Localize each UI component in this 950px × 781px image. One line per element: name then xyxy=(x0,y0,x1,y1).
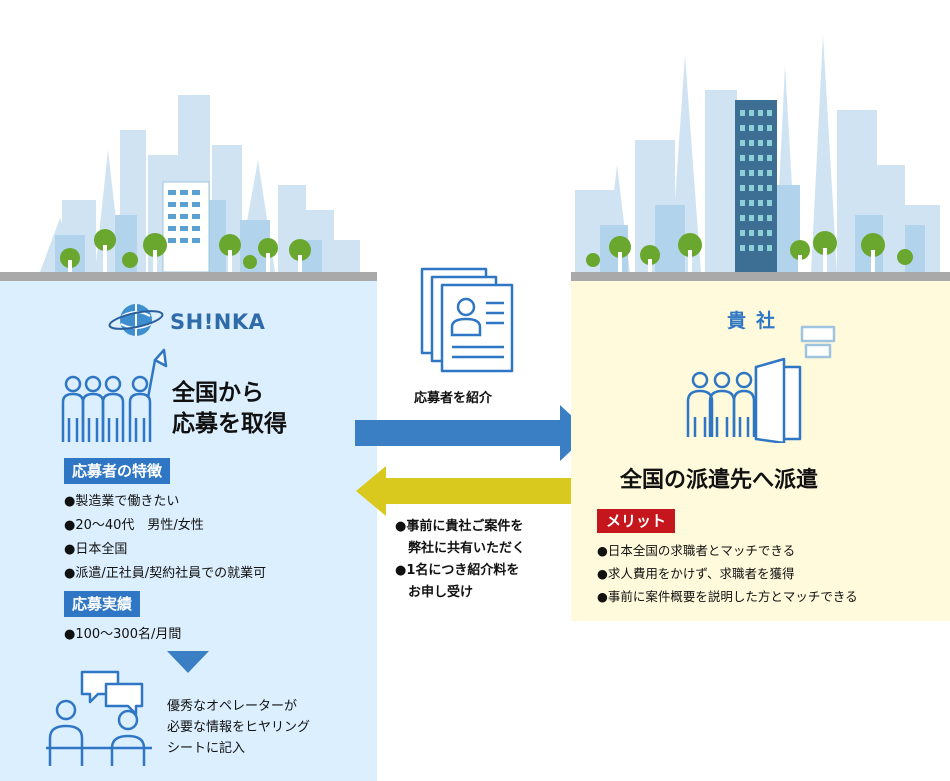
operator-line: シートに記入 xyxy=(167,741,246,756)
results-title: 応募実績 xyxy=(64,591,141,617)
introduce-arrow xyxy=(355,405,590,461)
operators-meeting-icon xyxy=(46,670,152,766)
center-note: ●1名につき紹介料を xyxy=(395,563,520,578)
people-at-door-icon xyxy=(686,325,836,443)
headline-line2: 応募を取得 xyxy=(172,411,287,437)
feature-item: ●20〜40代 男性/女性 xyxy=(64,518,204,533)
feature-item: ●日本全国 xyxy=(64,542,128,557)
request-arrow xyxy=(356,466,588,516)
operator-description: 優秀なオペレーターが 必要な情報をヒヤリング シートに記入 xyxy=(167,696,310,759)
merit-title: メリット xyxy=(597,509,676,533)
city-skyline-right xyxy=(575,35,940,273)
document-stack-icon xyxy=(420,267,514,373)
globe-icon xyxy=(108,304,164,336)
merit-item: ●求人費用をかけず、求職者を獲得 xyxy=(597,566,795,581)
feature-item: ●派遣/正社員/契約社員での就業可 xyxy=(64,566,267,581)
introduce-label: 応募者を紹介 xyxy=(414,391,493,406)
operator-line: 必要な情報をヒヤリング xyxy=(167,720,311,735)
company-logo-text: SH!NKA xyxy=(170,310,266,334)
merit-item: ●事前に案件概要を説明した方とマッチできる xyxy=(597,589,858,604)
company-title: 貴社 xyxy=(727,310,786,332)
company-panel xyxy=(571,281,950,621)
down-triangle-icon xyxy=(167,651,209,673)
center-note: お申し受け xyxy=(395,585,474,600)
result-item: ●100〜300名/月間 xyxy=(64,627,182,642)
center-note: ●事前に貴社ご案件を xyxy=(395,519,524,534)
people-with-flag-icon xyxy=(61,348,168,442)
merit-item: ●日本全国の求職者とマッチできる xyxy=(597,543,796,558)
feature-item: ●製造業で働きたい xyxy=(64,494,180,509)
ground-strip-right xyxy=(571,272,950,281)
dispatch-title: 全国の派遣先へ派遣 xyxy=(620,468,819,493)
ground-strip-left xyxy=(0,272,377,281)
center-note: 弊社に共有いただく xyxy=(395,541,526,556)
operator-line: 優秀なオペレーターが xyxy=(167,699,298,714)
headline-line1: 全国から xyxy=(172,380,264,406)
features-title: 応募者の特徴 xyxy=(64,458,171,484)
city-skyline-left xyxy=(40,95,360,273)
applicant-panel xyxy=(0,281,377,781)
